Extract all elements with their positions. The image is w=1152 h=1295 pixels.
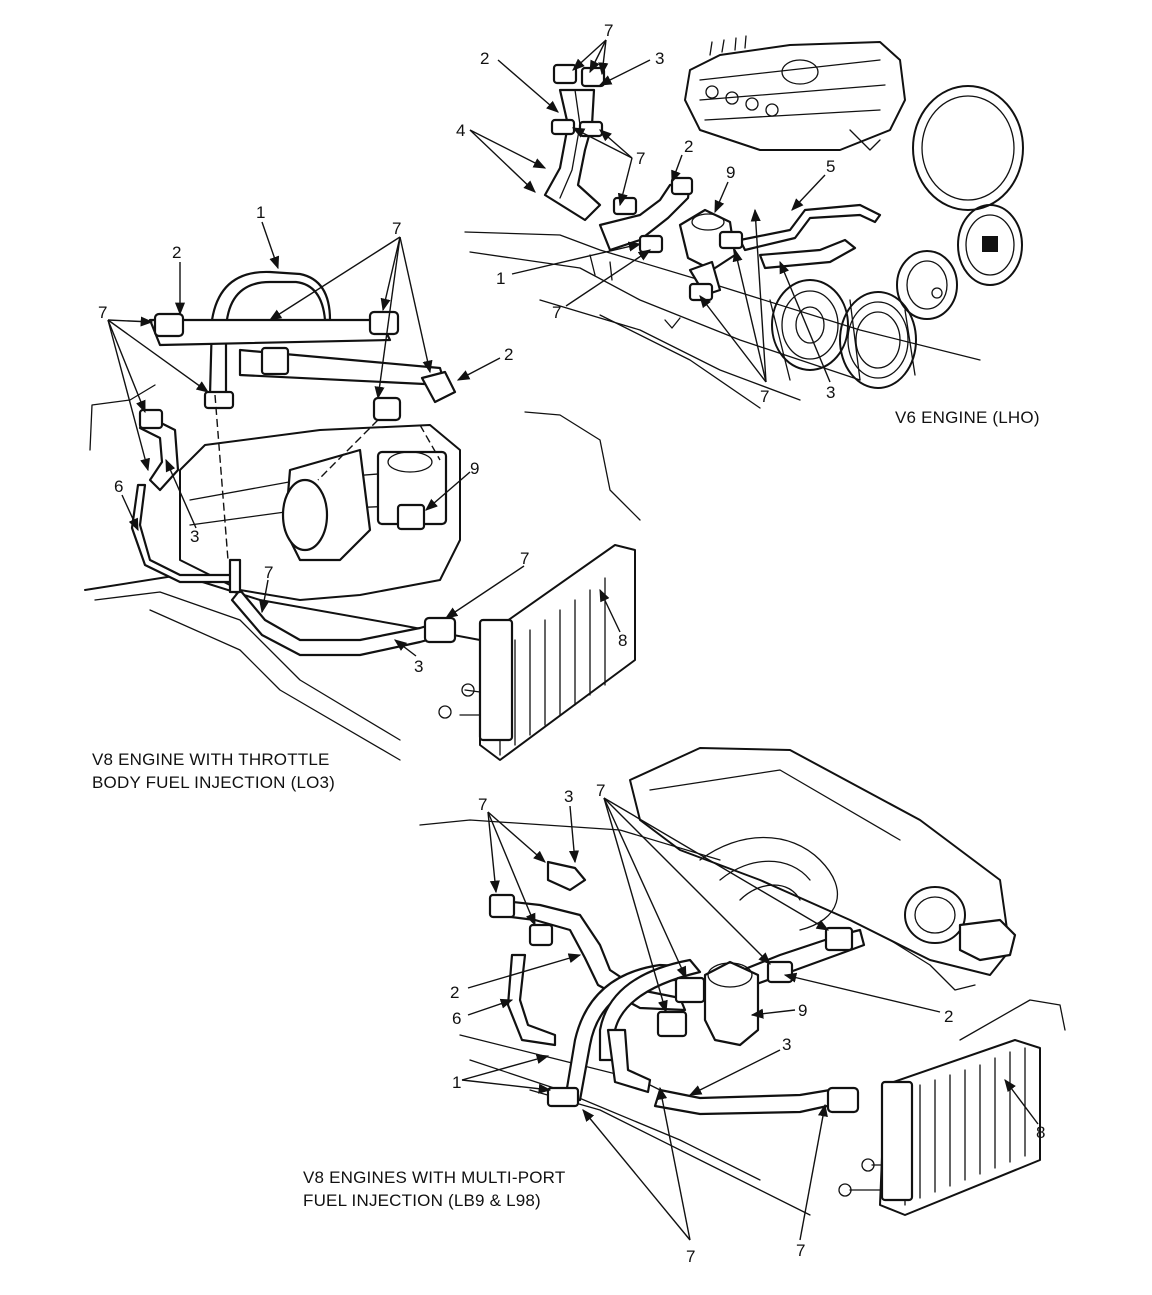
callout-v6-5: 5 [826,157,835,176]
v8-mpfi-leaders [461,797,1039,1241]
callout-mpfi-2-left: 2 [450,983,459,1002]
callout-mpfi-7-bottom-right: 7 [796,1241,805,1260]
v6-callouts: 7 2 3 4 7 2 9 5 1 7 7 3 [456,21,835,406]
callout-v6-1: 1 [496,269,505,288]
caption-v8-mpfi-line-2: FUEL INJECTION (LB9 & L98) [303,1191,541,1210]
caption-v8-mpfi: V8 ENGINES WITH MULTI-PORT FUEL INJECTIO… [303,1166,565,1212]
callout-mpfi-7-left: 7 [478,795,487,814]
caption-v8-tbi-line-2: BODY FUEL INJECTION (LO3) [92,773,336,792]
callout-v6-7-mid: 7 [636,149,645,168]
callout-tbi-9: 9 [470,459,479,478]
callout-mpfi-7-bottom-left: 7 [686,1247,695,1266]
callout-v6-3-bottom: 3 [826,383,835,402]
caption-v8-tbi-line-1: V8 ENGINE WITH THROTTLE [92,750,330,769]
v8-tbi-callouts: 1 2 7 7 2 9 6 3 7 7 3 8 [98,203,627,676]
callout-v6-7-top: 7 [604,21,613,40]
callout-v6-2-mid: 2 [684,137,693,156]
callout-v6-7-bottom: 7 [760,387,769,406]
callout-v6-3-top: 3 [655,49,664,68]
callout-tbi-7-lower: 7 [264,563,273,582]
callout-tbi-3-bottom: 3 [414,657,423,676]
callout-tbi-1: 1 [256,203,265,222]
callout-mpfi-9: 9 [798,1001,807,1020]
callout-v6-4: 4 [456,121,465,140]
callout-tbi-8: 8 [618,631,627,650]
v6-leaders [469,39,831,383]
callout-tbi-7-right: 7 [520,549,529,568]
callout-tbi-3-left: 3 [190,527,199,546]
v8-mpfi-callouts: 7 3 7 2 6 9 2 3 1 8 7 7 [450,781,1045,1266]
v8-mpfi-engine-illustration [419,747,1066,1216]
v8-tbi-engine-illustration [84,270,641,761]
callout-tbi-2-right: 2 [504,345,513,364]
v8-tbi-leaders [107,221,621,657]
callout-v6-2-top: 2 [480,49,489,68]
caption-v6-line-1: V6 ENGINE (LHO) [895,408,1040,427]
callout-mpfi-7-top: 7 [596,781,605,800]
v6-engine-illustration [464,35,1024,409]
callout-mpfi-1: 1 [452,1073,461,1092]
callout-v6-7-left: 7 [552,303,561,322]
callout-mpfi-8: 8 [1036,1123,1045,1142]
callout-tbi-7-left: 7 [98,303,107,322]
callout-v6-9: 9 [726,163,735,182]
callout-tbi-7-top: 7 [392,219,401,238]
callout-tbi-2-left: 2 [172,243,181,262]
callout-tbi-6: 6 [114,477,123,496]
callout-mpfi-6: 6 [452,1009,461,1028]
callout-mpfi-2-right: 2 [944,1007,953,1026]
callout-mpfi-3-mid: 3 [782,1035,791,1054]
caption-v8-tbi: V8 ENGINE WITH THROTTLE BODY FUEL INJECT… [92,748,335,794]
caption-v6-engine: V6 ENGINE (LHO) [895,406,1040,429]
callout-mpfi-3-top: 3 [564,787,573,806]
caption-v8-mpfi-line-1: V8 ENGINES WITH MULTI-PORT [303,1168,566,1187]
